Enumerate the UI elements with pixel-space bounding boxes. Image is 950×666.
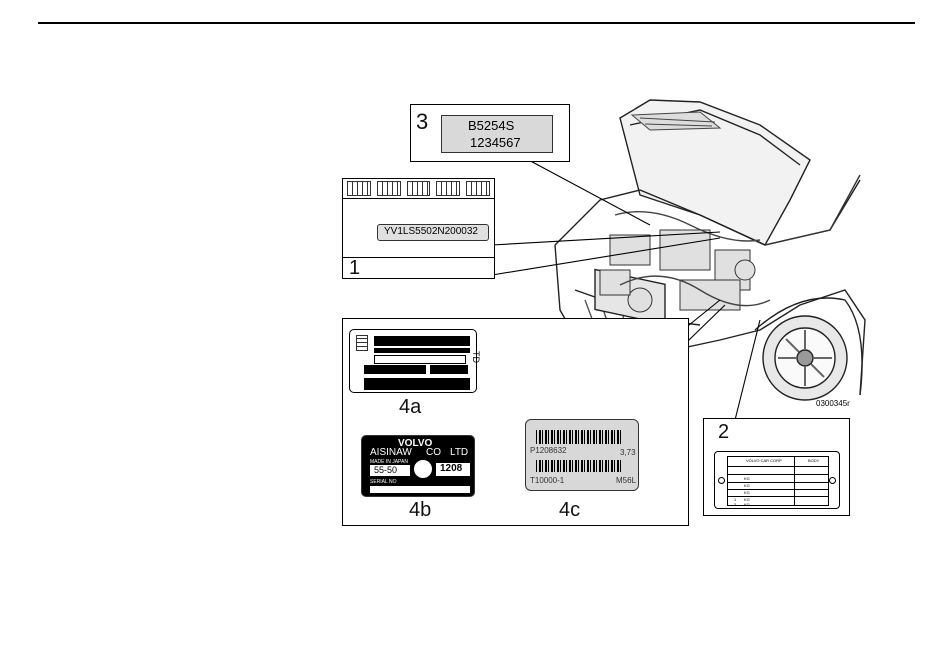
callout-number-1: 1: [349, 257, 360, 280]
plate-2-header-left: VOLVO CAR CORP: [746, 458, 782, 463]
plate-4b-model: 55-50: [374, 465, 397, 475]
callout-number-2: 2: [718, 421, 729, 444]
vehicle-plate-2: VOLVO CAR CORP BODY KG KG KG 1 KG 2 KG: [714, 451, 840, 509]
engine-serial: 1234567: [470, 135, 521, 150]
windshield-vents: [343, 179, 494, 199]
vin-number: YV1LS5502N200032: [384, 226, 478, 237]
plate-2-row-1: KG: [744, 476, 750, 481]
plate-2-hole-right: [829, 477, 836, 484]
callout-box-4: TD 4a VOLVO AISINAW CO LTD MADE IN JAPAN…: [342, 318, 689, 526]
engine-number-plate: B5254S 1234567: [441, 115, 553, 153]
plate-2-row-2: KG: [744, 483, 750, 488]
plate-2-header-right: BODY: [808, 458, 819, 463]
callout-box-1: YV1LS5502N200032 1: [342, 178, 495, 279]
plate-4b-serial-label: SERIAL NO: [370, 479, 397, 485]
plate-2-row-3: KG: [744, 490, 750, 495]
plate-4a-td: TD: [471, 351, 481, 363]
plate-4b-maker-c: LTD: [450, 447, 468, 458]
plate-4c: P1208632 3,73 T10000-1 M56L: [525, 419, 639, 491]
callout-number-4a: 4a: [399, 396, 421, 419]
callout-box-3: 3 B5254S 1234567: [410, 104, 570, 162]
callout-number-3: 3: [416, 109, 428, 135]
plate-4b-circle: [414, 460, 432, 478]
plate-4c-part-no: P1208632: [530, 446, 566, 455]
plate-4b: VOLVO AISINAW CO LTD MADE IN JAPAN 55-50…: [361, 435, 475, 497]
plate-4b-maker-b: CO: [426, 447, 441, 458]
engine-code: B5254S: [468, 118, 514, 133]
plate-4c-ratio: 3,73: [620, 448, 636, 457]
plate-4b-maker-a: AISINAW: [370, 447, 412, 458]
plate-2-row-5: KG: [744, 502, 750, 507]
callout-number-4b: 4b: [409, 499, 431, 522]
plate-4b-code: 1208: [440, 463, 462, 474]
plate-4c-serial: T10000-1: [530, 476, 564, 485]
barcode-top: [536, 430, 622, 444]
callout-number-4c: 4c: [559, 499, 580, 522]
vin-plate: YV1LS5502N200032: [377, 224, 489, 241]
plate-2-hole-left: [718, 477, 725, 484]
reference-code: 0300345r: [816, 399, 850, 408]
plate-4a: TD: [349, 329, 477, 393]
plate-2-row-5-prefix: 2: [734, 502, 736, 507]
barcode-bottom: [536, 460, 622, 472]
plate-4c-type: M56L: [616, 476, 636, 485]
callout-box-2: 2 VOLVO CAR CORP BODY KG KG KG 1 KG 2 KG: [703, 418, 850, 516]
